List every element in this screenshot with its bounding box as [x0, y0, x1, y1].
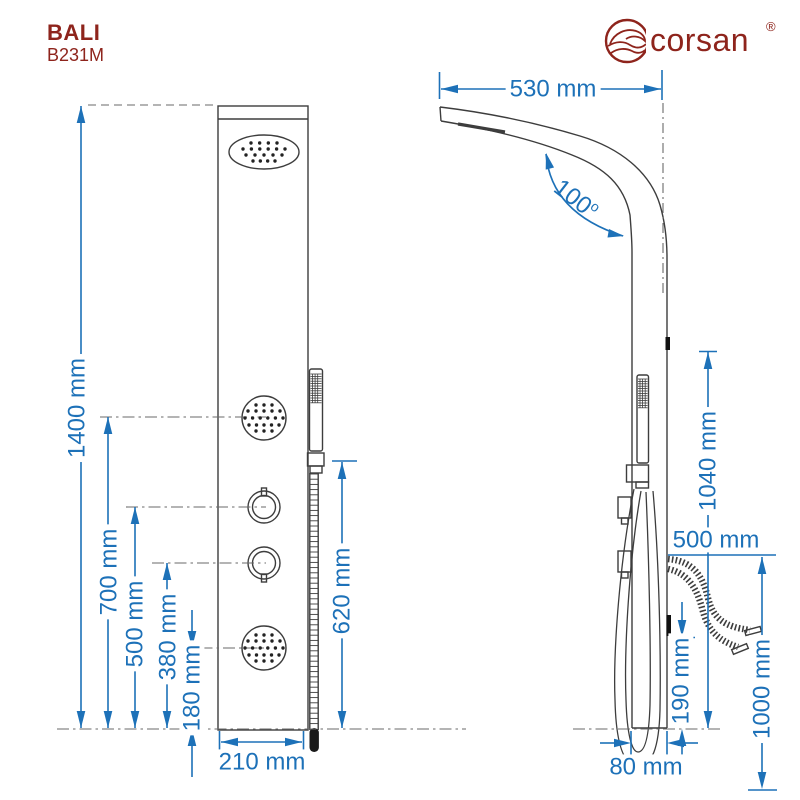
upper-wall-mark — [665, 337, 670, 350]
dimension-arrows — [76, 84, 767, 789]
dim-lower-jet-height: 180 mm — [178, 640, 205, 736]
brand-logo: corsan ® — [600, 17, 785, 67]
dim-arm-reach: 530 mm — [505, 76, 601, 102]
lower-knob — [247, 546, 281, 583]
side-view-drawing — [439, 106, 763, 767]
dim-total-height: 1400 mm — [63, 353, 90, 463]
model-number: B231M — [47, 45, 105, 65]
dim-spout-height: 1000 mm — [748, 634, 775, 744]
dim-upper-knob-height: 500 mm — [121, 576, 148, 672]
head-outlet-slot — [457, 122, 506, 134]
upper-body-jet — [241, 395, 287, 441]
dim-hose-holder-height: 620 mm — [328, 543, 355, 639]
brand-name: corsan — [650, 22, 750, 58]
dim-outlet-offset: 190 mm — [667, 633, 694, 729]
product-name: BALI — [47, 20, 101, 45]
top-shower-head — [228, 134, 300, 170]
hose-loop-side — [614, 488, 661, 767]
grip-hatch — [310, 373, 648, 409]
front-panel — [217, 105, 309, 731]
spray-dots — [243, 403, 285, 433]
outlet-wall-mark — [666, 615, 671, 636]
dim-panel-depth: 80 mm — [605, 754, 687, 780]
bath-spout — [667, 555, 763, 656]
lower-body-jet — [241, 625, 287, 671]
dim-panel-width: 210 mm — [214, 749, 310, 775]
dim-spout-reach: 500 mm — [668, 527, 764, 553]
wave-icon — [604, 18, 646, 64]
registered-mark: ® — [766, 19, 776, 34]
hose-end-tip — [309, 728, 319, 752]
upper-knob — [247, 487, 281, 524]
gooseneck-arm — [439, 106, 668, 729]
hose-ribs — [309, 473, 319, 725]
dim-upper-jet-height: 700 mm — [95, 524, 122, 620]
knobs-side — [617, 496, 632, 579]
hand-shower-side — [625, 374, 650, 489]
spray-dots — [241, 141, 287, 163]
dim-lower-knob-height: 380 mm — [154, 589, 181, 685]
spray-dots — [243, 633, 285, 663]
hand-shower-front — [306, 368, 325, 730]
dim-outlet-height: 1040 mm — [694, 406, 721, 516]
